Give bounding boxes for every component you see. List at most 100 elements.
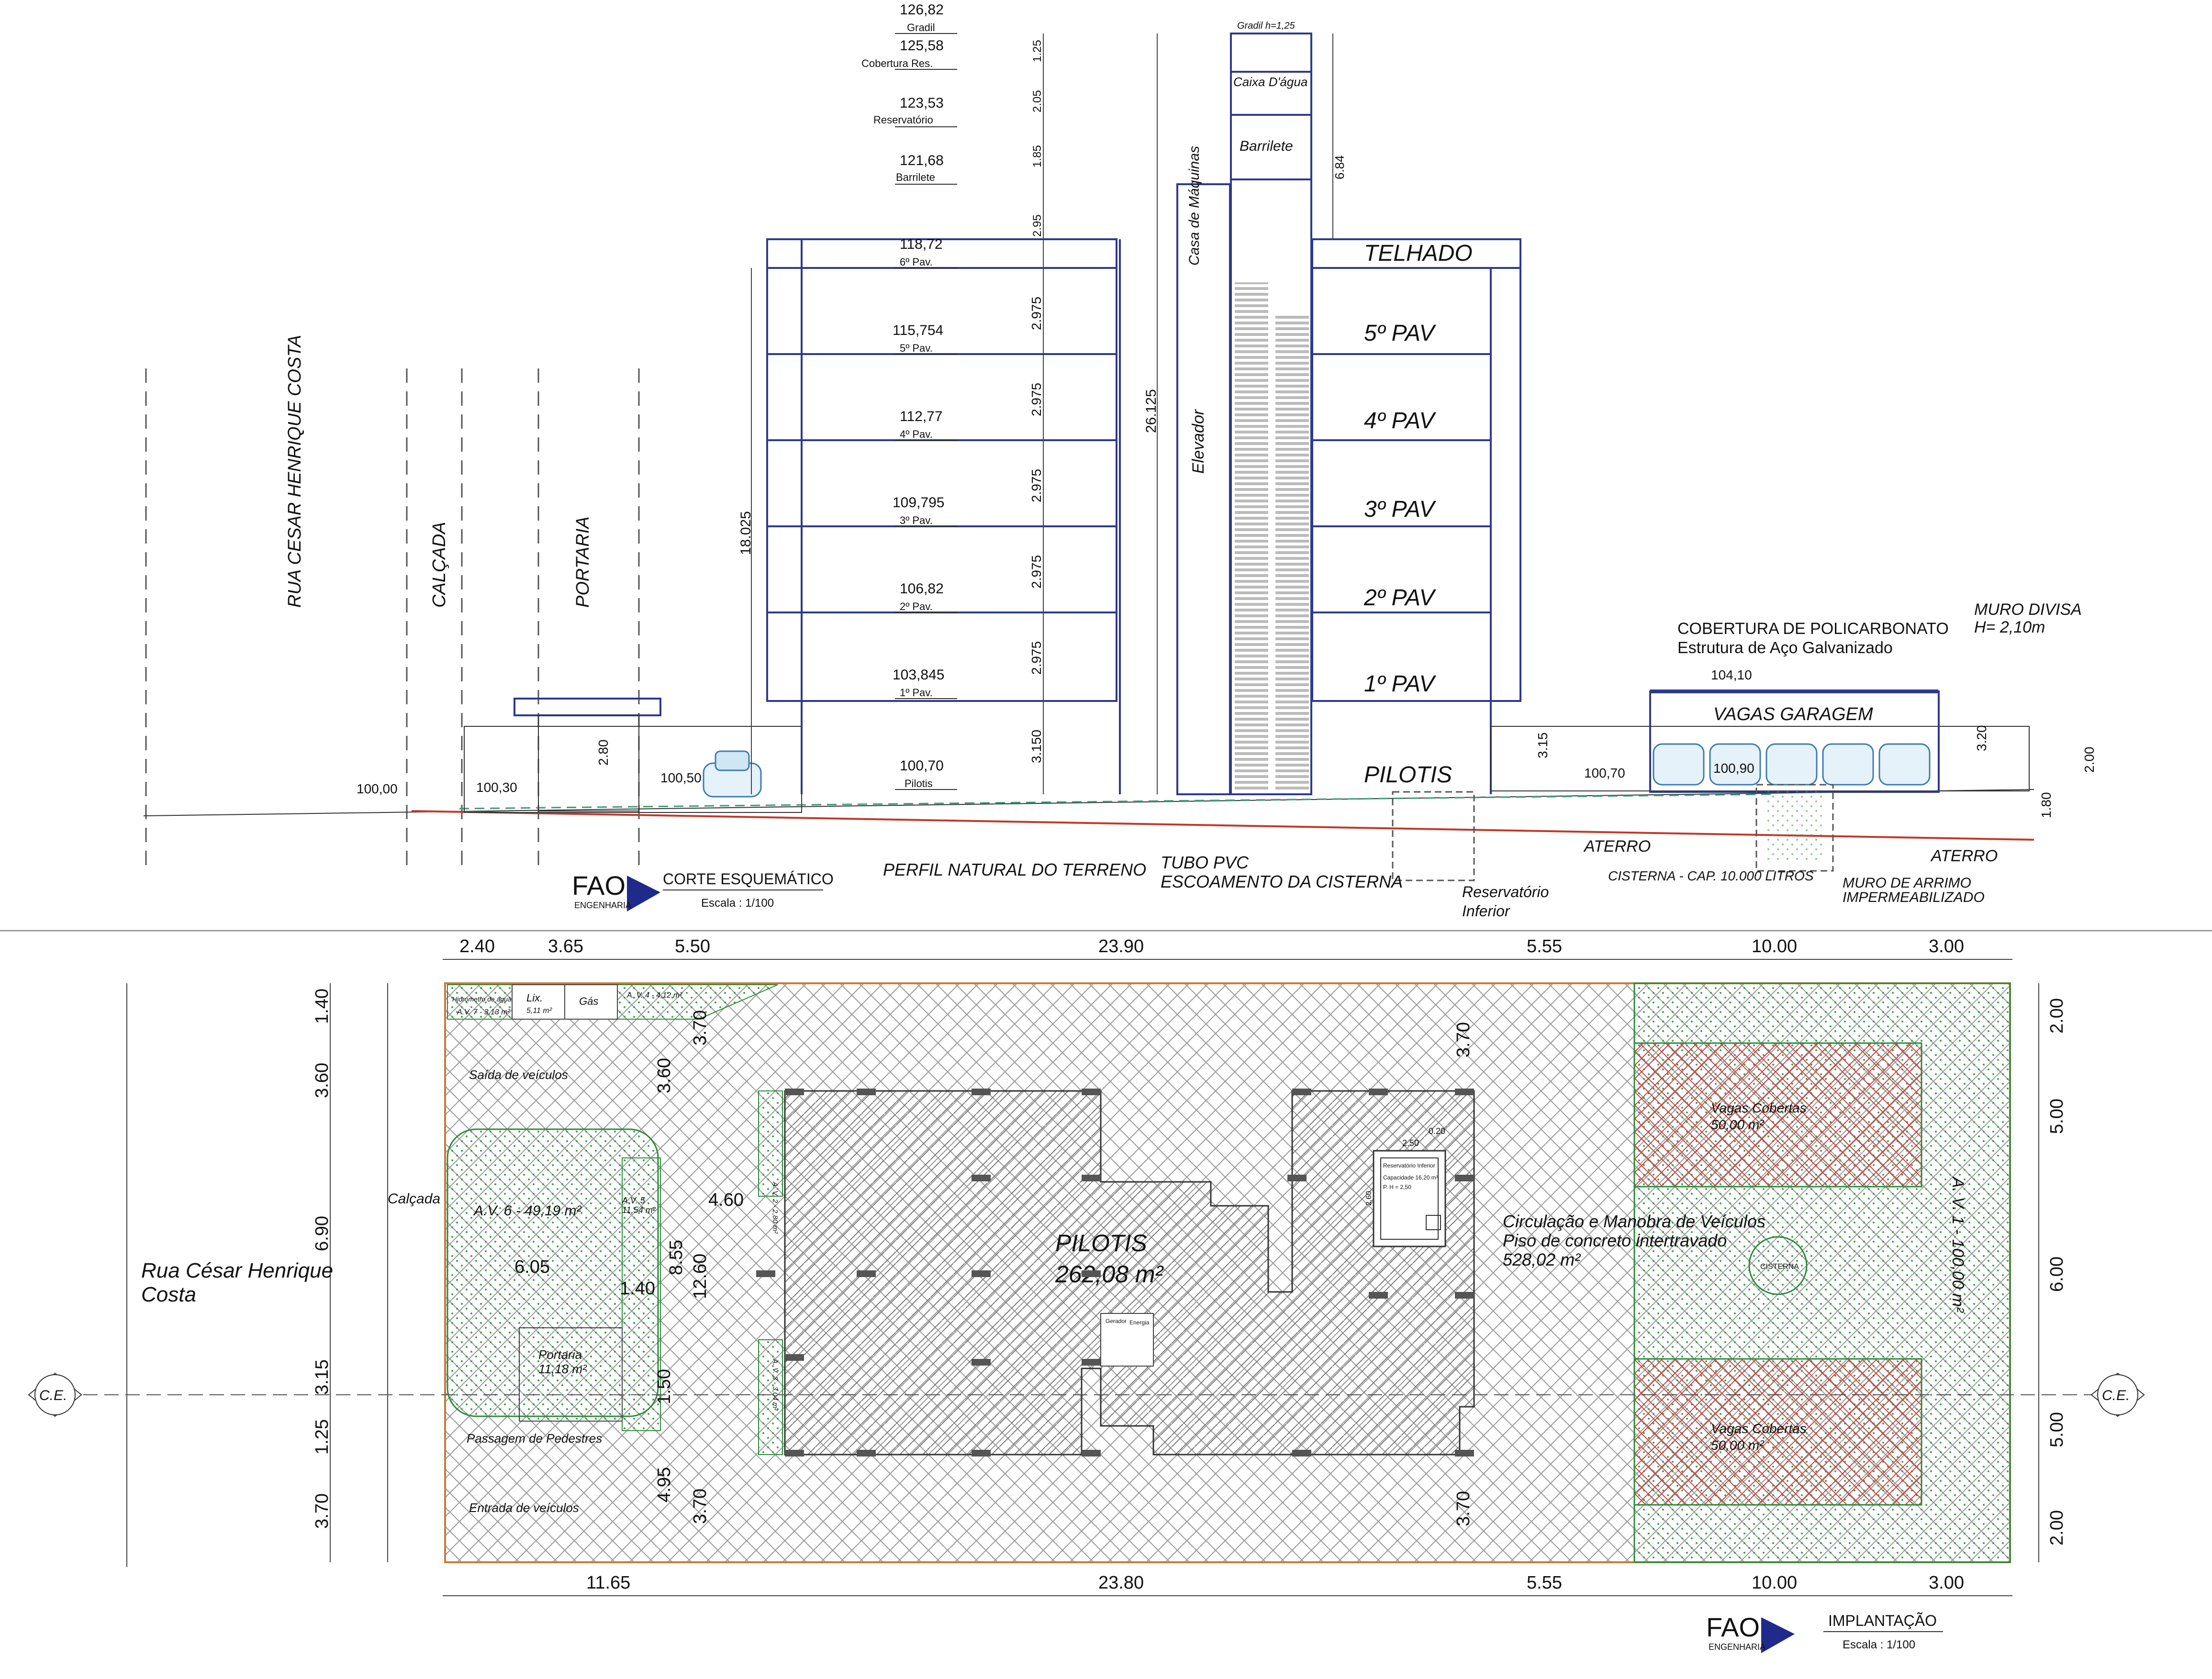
- pvc-pipe: [459, 793, 1771, 810]
- reservoir-box: [1392, 791, 1475, 881]
- total-height: 26.125: [1143, 389, 1159, 433]
- av7-label: A.V. 7 - 3,13 m²: [457, 1008, 511, 1016]
- dim: 3.00: [1929, 936, 1964, 956]
- av5-area: 11,54 m²: [622, 1205, 656, 1215]
- dim: 3.00: [1929, 1573, 1964, 1593]
- portaria-height: 2.80: [596, 740, 611, 766]
- dim: 5.00: [2047, 1099, 2067, 1134]
- garage-height: 3.20: [1974, 725, 1989, 752]
- polycarb-note: Estrutura de Aço Galvanizado: [1677, 639, 1893, 657]
- fill-depth: 1.80: [2039, 792, 2054, 819]
- floor-name: 4º PAV: [1364, 408, 1436, 434]
- dim: 2.975: [1029, 297, 1044, 330]
- svg-text:109,795: 109,795: [893, 495, 944, 511]
- logo-sub: ENGENHARIA: [1709, 1642, 1765, 1652]
- gas-box: [564, 984, 618, 1020]
- dim: 3.60: [654, 1058, 674, 1093]
- parking-label: Vagas Cobertas: [1711, 1101, 1807, 1115]
- dim: 3.70: [312, 1493, 332, 1529]
- section-title-block: FAO ENGENHARIA CORTE ESQUEMÁTICO Escala …: [572, 870, 834, 912]
- street-name: Rua César Henrique: [141, 1259, 333, 1282]
- pilotis-label: PILOTIS: [1055, 1230, 1147, 1256]
- capacity-label: Capacidade 16,20 m³: [1383, 1174, 1438, 1181]
- svg-text:123,53: 123,53: [900, 95, 944, 111]
- dim: 3.60: [312, 1063, 332, 1098]
- svg-text:100,70: 100,70: [900, 758, 944, 774]
- section-view: RUA CESAR HENRIQUE COSTA CALÇADA PORTARI…: [143, 2, 2097, 920]
- av1-label: A. V. 1 - 100,00 m²: [1949, 1176, 1967, 1313]
- dim: 2.05: [1031, 90, 1044, 112]
- terrain-profile: [411, 810, 2034, 841]
- cistern-note: CISTERNA - CAP. 10.000 LITROS: [1608, 868, 1814, 883]
- av2-label: A. V. 2 - 2,80 m²: [771, 1181, 779, 1234]
- muro-note: H= 2,10m: [1974, 618, 2045, 636]
- svg-text:103,845: 103,845: [893, 667, 944, 683]
- level-label: 100,90: [1713, 761, 1754, 776]
- level-marker: 103,845 1º Pav.: [893, 667, 957, 699]
- dim: 2.975: [1029, 469, 1044, 502]
- trash-area: 5,11 m²: [526, 1007, 552, 1015]
- dim: 4.60: [708, 1190, 744, 1210]
- generator-box: [1100, 1313, 1154, 1367]
- section-title: CORTE ESQUEMÁTICO: [663, 870, 834, 888]
- portaria-body: [538, 715, 639, 812]
- svg-text:Cobertura Res.: Cobertura Res.: [861, 57, 933, 69]
- pilotis-area: 262,08 m²: [1055, 1261, 1164, 1288]
- floor-name: 5º PAV: [1364, 321, 1436, 346]
- floor-name: 1º PAV: [1364, 671, 1436, 697]
- dim: 2.40: [459, 936, 495, 956]
- aterro-note: ATERRO: [1930, 847, 1998, 865]
- rear-height: 3.15: [1535, 733, 1550, 759]
- dim: 10.00: [1752, 936, 1797, 956]
- ph-label: P. H = 2,50: [1383, 1184, 1411, 1190]
- reservoir-note: Reservatório: [1462, 883, 1549, 901]
- portaria-room: [519, 1327, 623, 1422]
- dim: 6.90: [312, 1216, 332, 1251]
- svg-text:112,77: 112,77: [900, 409, 943, 424]
- portaria-area: 11,18 m²: [538, 1362, 587, 1376]
- logo-text: FAO: [1706, 1612, 1760, 1642]
- tower-dim: 6.84: [1332, 155, 1347, 179]
- av5-label: A.V. 5: [622, 1196, 646, 1205]
- cistern-symbol: [1748, 1236, 1808, 1295]
- dim: 5.00: [2047, 1412, 2067, 1447]
- dim: 3.70: [690, 1010, 710, 1045]
- svg-text:106,82: 106,82: [900, 581, 944, 597]
- svg-text:C.E.: C.E.: [39, 1388, 67, 1403]
- dim: 3.70: [1453, 1022, 1474, 1057]
- dim: 3.15: [312, 1359, 332, 1395]
- generator-label: Gerador: [1106, 1318, 1127, 1324]
- svg-text:Reservatório: Reservatório: [873, 114, 933, 126]
- reservoir-label: Reservatório Inferior: [1383, 1162, 1435, 1169]
- dim: 1.50: [654, 1369, 674, 1404]
- circulation-area: 528,02 m²: [1503, 1250, 1581, 1269]
- circulation-label: Circulação e Manobra de Veículos: [1503, 1212, 1765, 1231]
- floor-name: PILOTIS: [1364, 762, 1452, 788]
- reservoir-thickness: 0.20: [1429, 1126, 1445, 1136]
- gatehouse-label: PORTARIA: [573, 516, 593, 608]
- exit-label: Saída de veículos: [469, 1067, 568, 1082]
- floor-name: TELHADO: [1364, 241, 1473, 266]
- building-right-frame: [1311, 238, 1521, 702]
- dim: 2.975: [1029, 641, 1044, 675]
- dim: 2.975: [1029, 383, 1044, 416]
- elevador-label: Elevador: [1189, 409, 1207, 474]
- portaria-label: Portaria: [538, 1347, 582, 1362]
- dim: 11.65: [586, 1573, 630, 1593]
- pilotis-footprint: [784, 1090, 1475, 1456]
- sidewalk-label: Calçada: [388, 1191, 440, 1207]
- pvc-note: TUBO PVC: [1161, 853, 1249, 872]
- pedestrian-label: Passagem de Pedestres: [467, 1431, 602, 1445]
- parking-label: Vagas Cobertas: [1711, 1421, 1807, 1436]
- svg-text:1º Pav.: 1º Pav.: [900, 687, 933, 699]
- dim: 1.40: [312, 989, 332, 1024]
- svg-text:C.E.: C.E.: [2102, 1388, 2130, 1403]
- dim: 2.00: [2047, 998, 2067, 1034]
- building-left-frame: [766, 238, 1117, 702]
- muro-note: MURO DIVISA: [1974, 600, 2082, 619]
- dim: 3.150: [1029, 730, 1044, 763]
- dim: 4.95: [654, 1467, 674, 1502]
